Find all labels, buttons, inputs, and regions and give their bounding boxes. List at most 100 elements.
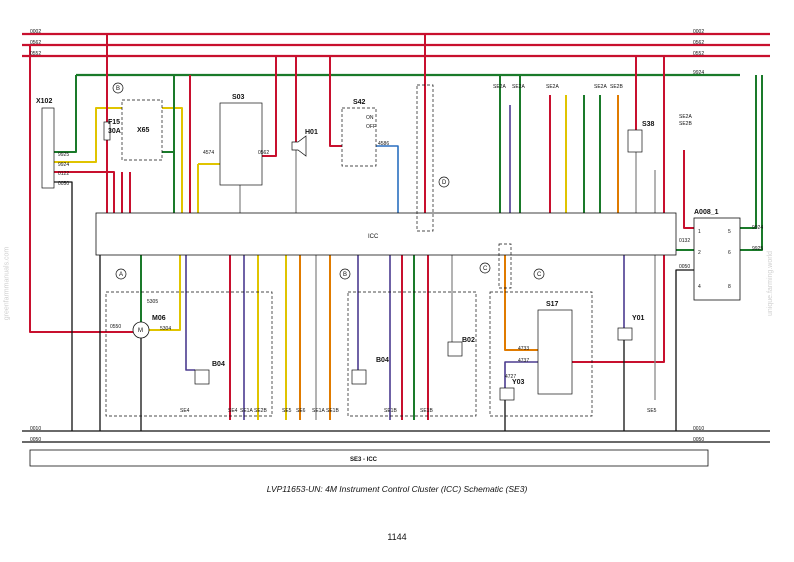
icc-label: ICC (368, 234, 379, 240)
watermark-left: greenfarmmanuals.com (3, 246, 11, 321)
a008-pin-8: 8 (728, 284, 731, 290)
m06-motor (132, 321, 150, 339)
wire-label-4737: 4737 (518, 358, 529, 364)
bottom-ref-8: SE1B (326, 408, 339, 414)
top-ref-4: SE2A (594, 84, 607, 90)
wire-segment-64 (572, 56, 665, 363)
b02-label: B02 (462, 337, 475, 344)
b04-label-right: B04 (376, 357, 389, 364)
page-number: 1144 (387, 532, 407, 542)
wire-segment-16 (162, 107, 183, 213)
f15-label: F15 (108, 119, 120, 126)
a008-pin-4: 4 (698, 284, 701, 290)
s17-switch (537, 309, 573, 395)
wires-layer (22, 32, 770, 443)
f15-rating: 30A (108, 128, 121, 135)
s42-label: S42 (353, 99, 366, 106)
zone-a-letter-lower: A (119, 272, 123, 278)
bottom-ref-7: SE1A (312, 408, 325, 414)
zone-c-small (498, 243, 512, 289)
wire-label-0132: 0132 (679, 238, 690, 244)
wire-segment-43 (675, 269, 694, 431)
wire-segment-8 (54, 75, 77, 153)
wire-label-0550: 0550 (110, 324, 121, 330)
m06-label: M06 (152, 315, 166, 322)
s03-switch (219, 102, 263, 186)
wire-label-5304: 5304 (160, 326, 171, 332)
x65-label: X65 (137, 127, 150, 134)
bottom-ref-11: SE5 (647, 408, 657, 414)
a008-module (693, 217, 741, 301)
a008-pin-5: 5 (728, 229, 731, 235)
s17-label: S17 (546, 301, 559, 308)
top-ref-3: SE2A (546, 84, 559, 90)
wire-label-4574: 4574 (203, 150, 214, 156)
s38-switch (627, 129, 643, 153)
wire-segment-10 (54, 171, 115, 213)
y01-valve (617, 327, 633, 341)
bottom-ref-5: SE5 (282, 408, 292, 414)
bus-label-0050-right: 0050 (693, 437, 704, 443)
bus-label-0002-right: 0002 (693, 29, 704, 35)
zone-a-marker-lower (115, 268, 127, 280)
b04-label-left: B04 (212, 361, 225, 368)
wire-label-9925-a008: 9925 (752, 246, 763, 252)
zone-c-marker-small (479, 262, 491, 274)
wire-label-4586: 4586 (378, 141, 389, 147)
zone-d-marker (438, 176, 450, 188)
zone-b-letter-lower: B (343, 272, 347, 278)
top-ref-1: SE2A (493, 84, 506, 90)
zone-b-letter-top: B (116, 86, 120, 92)
wire-segment-48 (185, 255, 195, 371)
zone-d (416, 84, 434, 232)
s42-state-off: OFF (366, 124, 376, 130)
wire-segment-45 (149, 255, 181, 331)
wire-segment-7 (29, 45, 133, 333)
a008-side-label-se2b: SE2B (679, 121, 692, 127)
h01-horn-symbol (291, 135, 307, 157)
f15-fuse (103, 121, 111, 141)
y03-label: Y03 (512, 379, 525, 386)
wire-label-9924-a008: 9924 (752, 225, 763, 231)
bottom-ref-4: SE2B (254, 408, 267, 414)
s42-switch (341, 107, 377, 167)
m06-symbol: M (138, 328, 143, 334)
section-banner-text: SE3 - ICC (350, 457, 378, 463)
bus-label-0552-left: 0552 (30, 51, 41, 57)
bottom-ref-1: SE4 (180, 408, 190, 414)
x65-zone (121, 99, 163, 161)
wire-label-0562: 0562 (258, 150, 269, 156)
wire-label-0122: 0122 (58, 171, 69, 177)
zone-c-letter-small: C (483, 266, 488, 272)
bus-label-0562-right: 0562 (693, 40, 704, 46)
bus-label-0002-left: 0002 (30, 29, 41, 35)
wire-segment-11 (54, 181, 73, 431)
a008-pin-1: 1 (698, 229, 701, 235)
a008-side-label-se2a: SE2A (679, 114, 692, 120)
bus-label-0552-right: 0552 (693, 51, 704, 57)
h01-label: H01 (305, 129, 318, 136)
a008-pin-6: 6 (728, 250, 731, 256)
zone-b-marker-top (112, 82, 124, 94)
figure-caption: LVP11653-UN: 4M Instrument Control Clust… (266, 484, 528, 494)
wire-segment-63 (504, 361, 538, 388)
icc-module-body (95, 212, 677, 256)
wire-label-0050-a008: 0050 (679, 264, 690, 270)
s38-label: S38 (642, 121, 655, 128)
zone-c-lower (489, 291, 593, 417)
wire-label-0050: 0050 (58, 181, 69, 187)
y01-label: Y01 (632, 315, 645, 322)
x102-connector (41, 107, 55, 189)
bus-label-0050-left: 0050 (30, 437, 41, 443)
b04-sensor-left (194, 369, 210, 385)
wire-label-9924: 9924 (58, 162, 69, 168)
wire-segment-27 (376, 145, 399, 213)
s03-label: S03 (232, 94, 245, 101)
wire-segment-41 (740, 75, 763, 251)
bottom-ref-2: SE4 (228, 408, 238, 414)
wire-label-4733: 4733 (518, 346, 529, 352)
bus-label-9924-right: 9924 (693, 70, 704, 76)
top-ref-2: SE2A (512, 84, 525, 90)
bottom-ref-3: SE1A (240, 408, 253, 414)
